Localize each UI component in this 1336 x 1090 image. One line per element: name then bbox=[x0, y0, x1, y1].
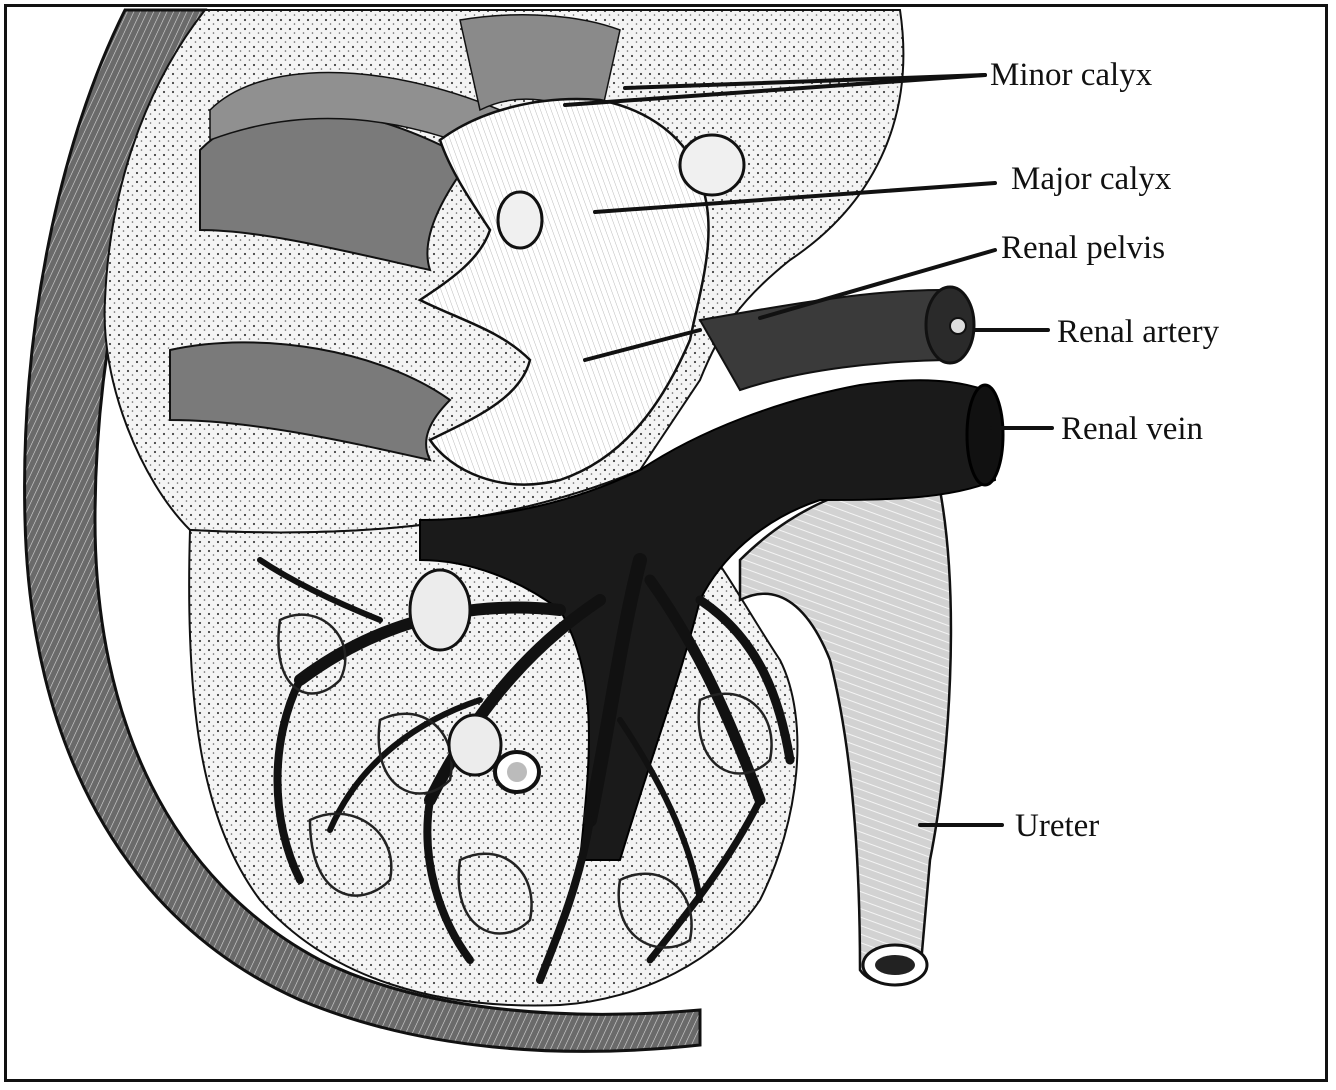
cut-vessel bbox=[408, 568, 472, 652]
leader-renal-pelvis-2 bbox=[758, 248, 997, 320]
leader-renal-pelvis-1 bbox=[583, 328, 702, 362]
label-major-calyx: Major calyx bbox=[1011, 161, 1172, 197]
minor-calyx-cup bbox=[678, 133, 746, 197]
renal-pelvis-cavity bbox=[417, 97, 710, 486]
interlobar-vessels bbox=[257, 553, 795, 984]
label-renal-artery: Renal artery bbox=[1057, 314, 1220, 350]
cut-vessel-lumen bbox=[507, 762, 527, 782]
ureter-lumen bbox=[875, 955, 915, 975]
renal-pyramid bbox=[459, 14, 621, 122]
label-renal-vein: Renal vein bbox=[1061, 411, 1204, 447]
leader-minor-calyx-2 bbox=[623, 73, 987, 90]
renal-pyramid bbox=[169, 341, 452, 462]
label-renal-pelvis: Renal pelvis bbox=[1001, 230, 1166, 266]
leader-minor-calyx-1 bbox=[563, 73, 987, 107]
cut-vessel bbox=[447, 713, 503, 777]
renal-artery-lumen bbox=[949, 317, 967, 335]
renal-capsule bbox=[23, 8, 702, 1053]
minor-calyx-cup bbox=[496, 190, 544, 250]
label-ureter: Ureter bbox=[1015, 808, 1100, 844]
label-minor-calyx: Minor calyx bbox=[990, 57, 1153, 93]
renal-vein-trunk bbox=[419, 379, 997, 861]
arcuate-vessels bbox=[277, 613, 773, 949]
leader-major-calyx bbox=[593, 181, 997, 214]
renal-vein-opening bbox=[965, 383, 1005, 487]
leader-lines bbox=[563, 73, 1054, 827]
